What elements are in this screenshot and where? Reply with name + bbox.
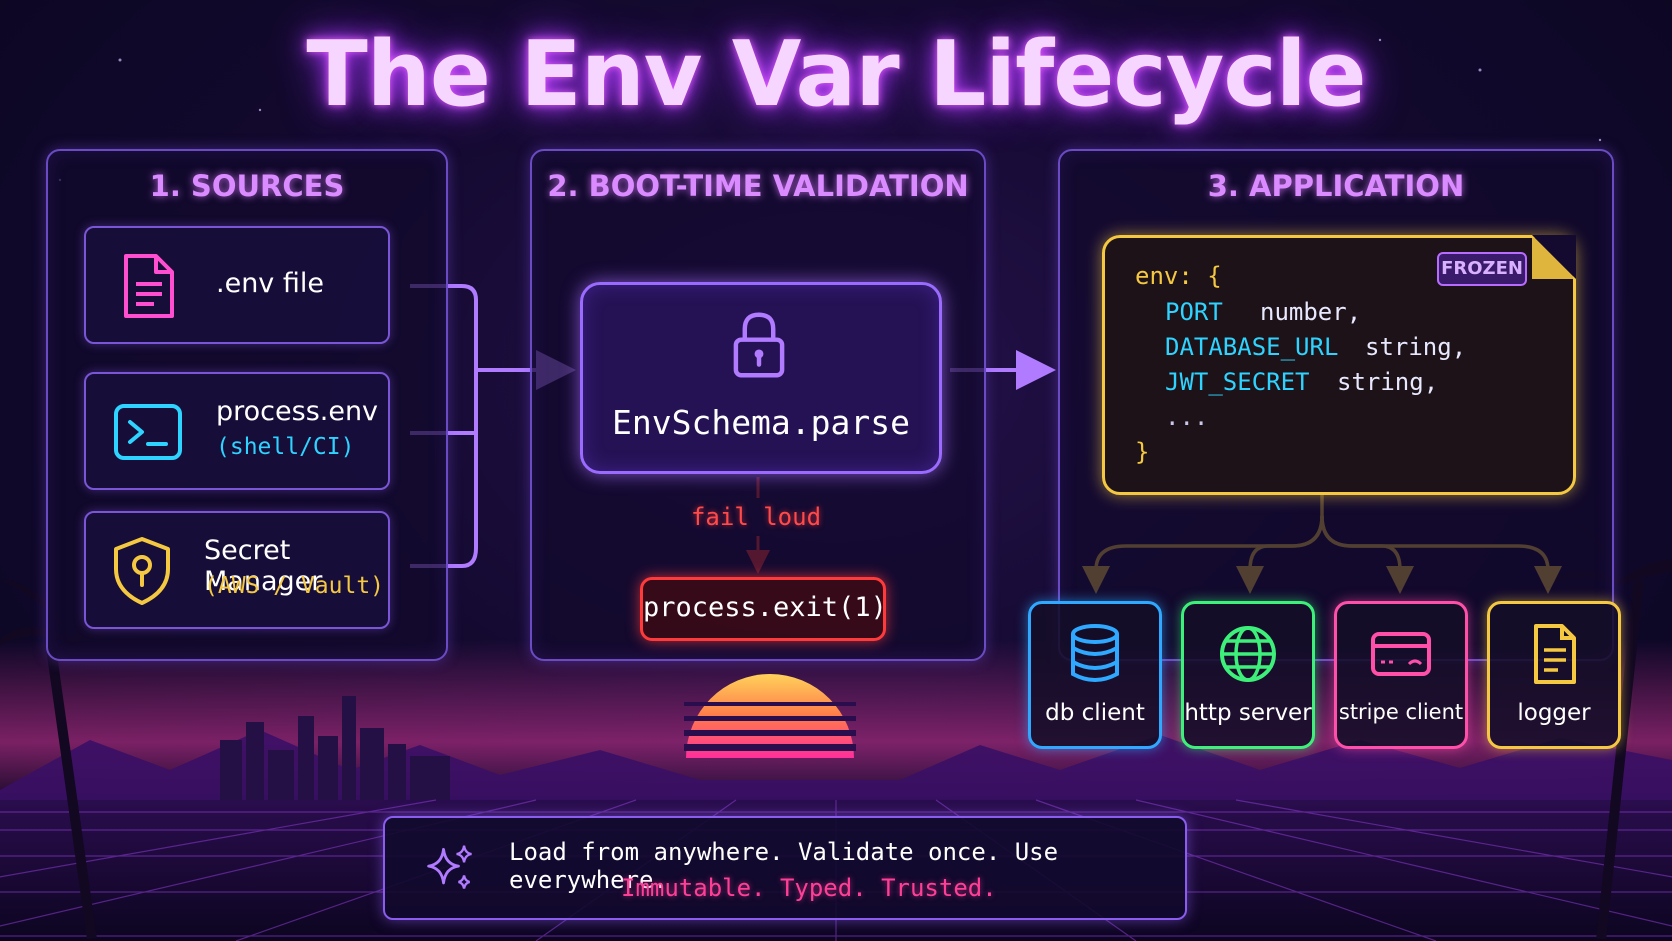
source-label: .env file xyxy=(216,268,324,299)
source-sublabel: (AWS / Vault) xyxy=(204,573,385,599)
source-env-file: .env file xyxy=(84,226,390,344)
banner-line-2: Immutable. Typed. Trusted. xyxy=(621,874,997,902)
banner-line-1: Load from anywhere. Validate once. Use e… xyxy=(509,838,1059,894)
service-label: http server xyxy=(1184,700,1312,726)
parse-label: EnvSchema.parse xyxy=(611,403,910,442)
service-stripe-client: stripe client xyxy=(1334,601,1468,749)
application-title: 3. APPLICATION xyxy=(1207,169,1465,203)
envschema-parse-box: EnvSchema.parse xyxy=(580,282,942,474)
code-field-type: number, xyxy=(1260,298,1362,326)
sources-panel: 1. SOURCES .env file process.env (shell/… xyxy=(46,149,448,661)
service-label: db client xyxy=(1045,700,1145,726)
code-field-type: string, xyxy=(1337,368,1439,396)
folded-corner xyxy=(1532,235,1576,279)
document-icon xyxy=(124,254,174,318)
page-title: The Env Var Lifecycle xyxy=(306,22,1366,127)
credit-card-icon xyxy=(1371,632,1431,676)
summary-banner: Load from anywhere. Validate once. Use e… xyxy=(383,816,1187,920)
source-label: process.env xyxy=(216,396,379,427)
sun xyxy=(684,674,856,758)
service-db-client: db client xyxy=(1028,601,1162,749)
exit-label: process.exit(1) xyxy=(643,592,887,623)
log-document-icon xyxy=(1534,624,1576,684)
frozen-badge: FROZEN xyxy=(1437,252,1527,286)
code-field-type: string, xyxy=(1365,333,1467,361)
service-label: logger xyxy=(1517,700,1591,726)
validation-title: 2. BOOT-TIME VALIDATION xyxy=(547,169,969,203)
service-label: stripe client xyxy=(1338,700,1464,724)
code-close: } xyxy=(1135,438,1150,466)
lock-icon xyxy=(733,312,785,378)
code-field-key: PORT xyxy=(1165,298,1223,326)
code-field-key: DATABASE_URL xyxy=(1165,333,1339,361)
sources-title: 1. SOURCES xyxy=(149,169,345,203)
source-label: Secret Manager xyxy=(204,535,323,597)
database-icon xyxy=(1071,624,1119,682)
service-logger: logger xyxy=(1487,601,1621,749)
code-ellipsis: ... xyxy=(1165,403,1209,431)
source-secret-manager: Secret Manager (AWS / Vault) xyxy=(84,511,390,629)
source-process-env: process.env (shell/CI) xyxy=(84,372,390,490)
terminal-icon xyxy=(114,404,182,460)
code-open: env: { xyxy=(1135,262,1222,290)
shield-keyhole-icon xyxy=(114,537,170,605)
process-exit-box: process.exit(1) xyxy=(640,577,887,641)
service-http-server: http server xyxy=(1181,601,1315,749)
source-sublabel: (shell/CI) xyxy=(216,434,355,460)
code-field-key: JWT_SECRET xyxy=(1165,368,1310,396)
city-skyline xyxy=(220,696,450,800)
fail-loud-label: fail loud xyxy=(690,503,822,531)
sparkles-icon xyxy=(427,845,472,889)
frozen-env-object: FROZEN env: { PORT number, DATABASE_URL … xyxy=(1102,235,1576,495)
globe-icon xyxy=(1220,626,1276,682)
